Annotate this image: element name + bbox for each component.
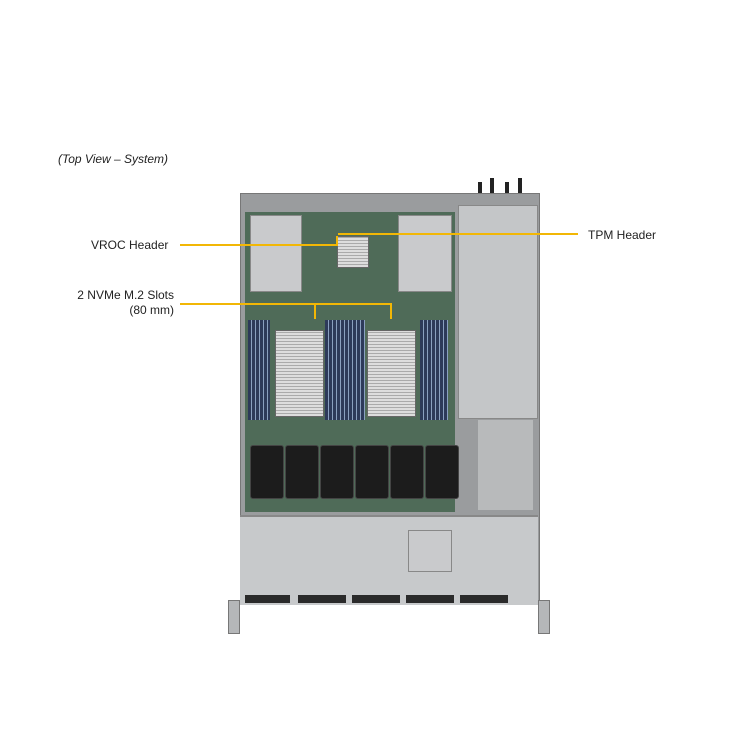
nvme-label-line1: 2 NVMe M.2 Slots (77, 288, 174, 302)
cpu1-heatsink (275, 330, 324, 417)
front-panel (240, 515, 538, 605)
nvme-label-line2: (80 mm) (129, 303, 174, 317)
tpm-callout-line (338, 233, 578, 235)
power-supply (458, 205, 538, 419)
vroc-callout-line (180, 244, 337, 246)
vroc-header-label: VROC Header (91, 238, 169, 252)
nvme-slot1-tick (314, 303, 316, 319)
tpm-header-label: TPM Header (588, 228, 657, 242)
view-caption: (Top View – System) (58, 152, 169, 166)
vroc-callout-tick (336, 236, 338, 246)
nvme-callout-line (180, 303, 392, 305)
nvme-slot2-tick (390, 303, 392, 319)
cpu2-heatsink (367, 330, 416, 417)
